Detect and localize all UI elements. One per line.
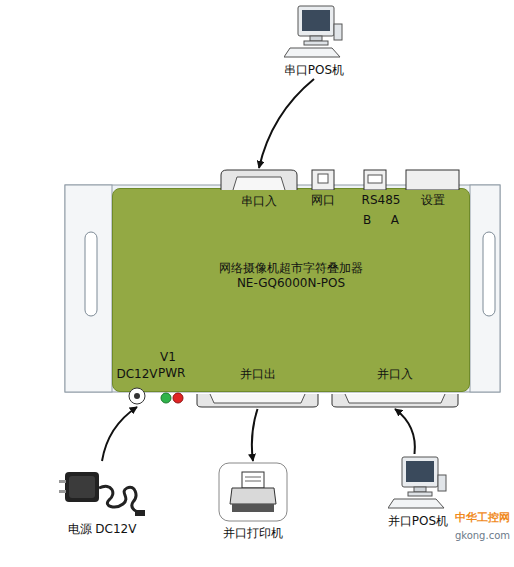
serial-in-port: 串口入 bbox=[219, 169, 299, 209]
port-connector bbox=[219, 169, 299, 191]
port-label: 网口 bbox=[311, 193, 335, 208]
device-icon bbox=[57, 462, 147, 518]
port-connector bbox=[196, 394, 319, 408]
pin-name: B bbox=[363, 213, 371, 228]
parallel-printer: 并口打印机 bbox=[216, 462, 290, 541]
arrow-connector bbox=[259, 79, 314, 168]
device-icon bbox=[218, 462, 288, 522]
parallel-pos-computer: 并口POS机 bbox=[383, 455, 453, 529]
device-name: 网络摄像机超市字符叠加器 bbox=[219, 261, 363, 276]
port-label: 设置 bbox=[421, 193, 445, 208]
icon-caption: 并口打印机 bbox=[223, 526, 283, 541]
icon-caption: 并口POS机 bbox=[388, 514, 448, 529]
port-connector bbox=[125, 386, 149, 406]
port-label: DC12V bbox=[116, 367, 157, 382]
port-connector bbox=[125, 386, 149, 406]
port-connector bbox=[363, 169, 387, 190]
port-connector bbox=[196, 394, 319, 408]
node-label: 并口POS机 bbox=[388, 514, 448, 529]
arrow-connector bbox=[102, 407, 137, 461]
port-label: 并口入 bbox=[377, 367, 413, 382]
device-title: 网络摄像机超市字符叠加器NE-GQ6000N-POS bbox=[113, 261, 469, 291]
icon-caption: 电源 DC12V bbox=[68, 522, 137, 537]
port-connector bbox=[363, 169, 387, 190]
port-connector bbox=[311, 169, 335, 190]
pin-row: BA bbox=[363, 213, 399, 228]
node-label: 串口POS机 bbox=[284, 63, 344, 78]
node-label: 电源 DC12V bbox=[68, 522, 137, 537]
arrow-connector bbox=[252, 409, 258, 461]
device-icon bbox=[284, 4, 344, 59]
settings-port: 设置 bbox=[405, 169, 460, 208]
node-label: 并口打印机 bbox=[223, 526, 283, 541]
rs485-port: RS485BA bbox=[359, 169, 403, 228]
serial-pos-computer: 串口POS机 bbox=[272, 4, 356, 78]
port-connector bbox=[331, 394, 459, 408]
port-label: 并口出 bbox=[240, 367, 276, 382]
port-label: 串口入 bbox=[241, 194, 277, 209]
device-icon bbox=[218, 462, 288, 522]
port-connector bbox=[311, 169, 335, 190]
arrow-connector bbox=[395, 409, 415, 454]
watermark: gkong.com bbox=[455, 528, 510, 543]
model-number: NE-GQ6000N-POS bbox=[237, 276, 345, 291]
dc-jack: DC12V bbox=[115, 367, 159, 406]
device-icon bbox=[388, 455, 448, 510]
network-port: 网口 bbox=[309, 169, 337, 208]
led-label: PWR bbox=[158, 366, 185, 381]
pin-name: A bbox=[391, 213, 399, 228]
device-icon bbox=[57, 462, 147, 518]
watermark: 中华工控网 bbox=[455, 510, 510, 525]
icon-caption: 串口POS机 bbox=[284, 63, 344, 78]
parallel-in-port: 并口入 bbox=[331, 367, 459, 408]
port-label: RS485 bbox=[362, 193, 401, 208]
power-adapter: 电源 DC12V bbox=[52, 462, 152, 537]
led-label: V1 bbox=[160, 350, 176, 365]
parallel-out-port: 并口出 bbox=[196, 367, 319, 408]
port-connector bbox=[405, 169, 460, 190]
port-connector bbox=[331, 394, 459, 408]
port-connector bbox=[219, 169, 299, 191]
port-connector bbox=[405, 169, 460, 190]
device-icon bbox=[388, 455, 448, 510]
device-icon bbox=[284, 4, 344, 59]
